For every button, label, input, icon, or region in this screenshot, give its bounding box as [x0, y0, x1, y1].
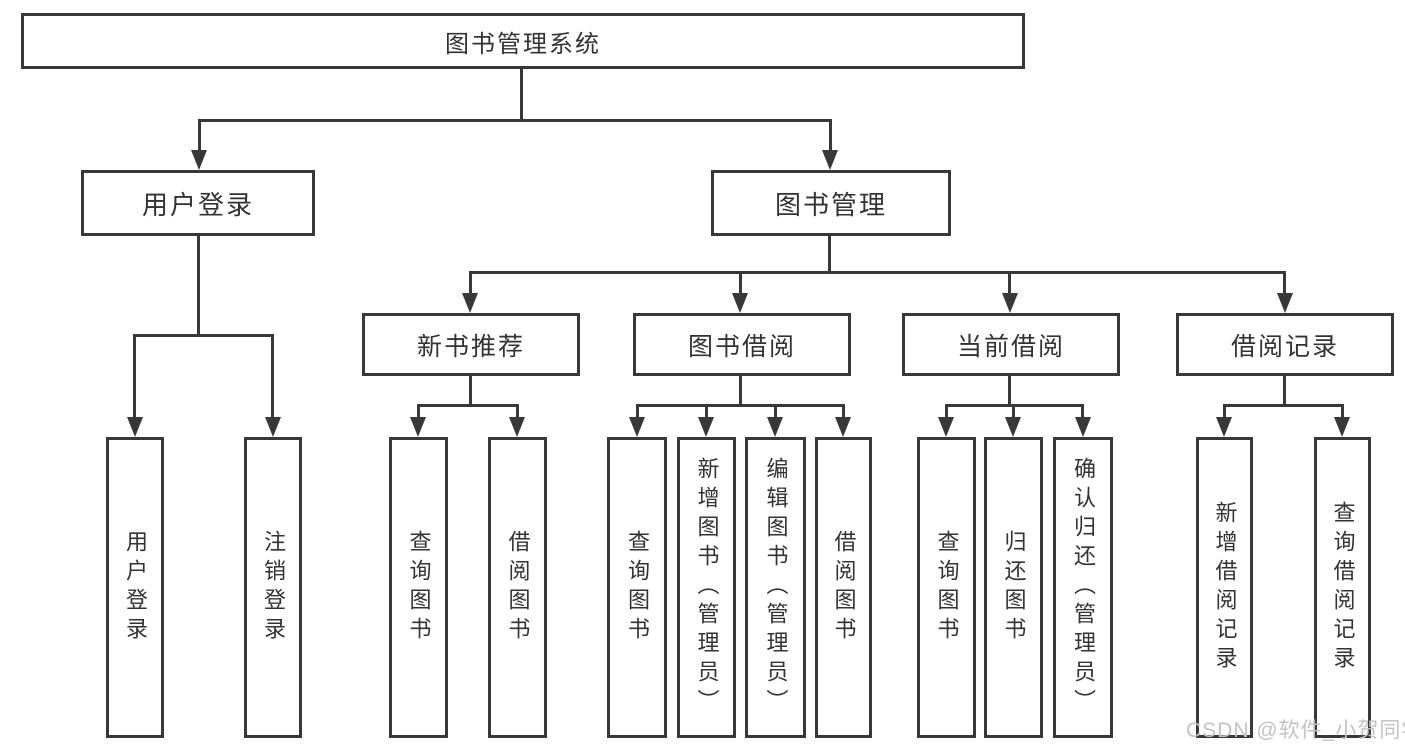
arrowhead-icon	[410, 417, 426, 437]
connector-line	[271, 334, 274, 420]
connector-line	[739, 271, 742, 297]
node-label: 归还图书	[1001, 529, 1027, 646]
node-label: 新增借阅记录	[1212, 500, 1238, 675]
arrowhead-icon	[1277, 293, 1293, 313]
node-label: 当前借阅	[956, 332, 1065, 361]
node-label: 确认归还（管理员）	[1071, 457, 1096, 718]
connector-line	[1341, 404, 1344, 421]
leaf-confirm-return-admin: 确认归还（管理员）	[1053, 437, 1113, 738]
arrowhead-icon	[822, 150, 838, 170]
arrowhead-icon	[767, 417, 783, 437]
node-book-borrowing: 图书借阅	[633, 313, 851, 376]
arrowhead-icon	[509, 417, 525, 437]
connector-line	[1008, 271, 1011, 297]
connector-line	[469, 271, 472, 297]
arrowhead-icon	[629, 417, 645, 437]
node-label: 借阅图书	[831, 529, 857, 646]
arrowhead-icon	[1005, 417, 1021, 437]
leaf-add-books-admin: 新增图书（管理员）	[677, 437, 736, 738]
arrowhead-icon	[835, 417, 851, 437]
leaf-logout: 注销登录	[244, 437, 302, 738]
leaf-query-books: 查询图书	[917, 437, 976, 738]
leaf-borrow-books: 借阅图书	[488, 437, 547, 738]
connector-line	[636, 404, 639, 421]
arrowhead-icon	[265, 417, 281, 437]
leaf-query-books: 查询图书	[389, 437, 448, 738]
connector-line	[636, 404, 845, 407]
node-label: 图书管理	[774, 189, 887, 220]
node-label: 借阅图书	[505, 529, 531, 646]
leaf-query-books: 查询图书	[607, 437, 667, 738]
connector-line	[198, 119, 201, 155]
node-label: 用户登录	[141, 189, 254, 220]
node-borrowing-records: 借阅记录	[1176, 313, 1394, 376]
connector-line	[198, 119, 832, 122]
connector-line	[1008, 376, 1011, 407]
node-label: 新书推荐	[416, 332, 525, 361]
connector-line	[197, 236, 200, 336]
arrowhead-icon	[1334, 417, 1350, 437]
node-user-login: 用户登录	[81, 170, 315, 236]
arrowhead-icon	[1216, 417, 1232, 437]
node-label: 图书管理系统	[445, 30, 601, 58]
connector-line	[469, 271, 1286, 274]
connector-line	[1223, 404, 1344, 407]
node-label: 编辑图书（管理员）	[763, 457, 789, 718]
connector-line	[133, 334, 136, 420]
node-library-system: 图书管理系统	[21, 13, 1025, 69]
arrowhead-icon	[462, 293, 478, 313]
arrowhead-icon	[938, 417, 954, 437]
connector-line	[739, 376, 742, 407]
csdn-watermark: CSDN @软件_小贺同学	[1186, 719, 1405, 742]
node-label: 借阅记录	[1230, 332, 1339, 361]
connector-line	[133, 334, 274, 337]
connector-line	[469, 376, 472, 407]
connector-line	[945, 404, 948, 421]
leaf-edit-books-admin: 编辑图书（管理员）	[745, 437, 806, 738]
node-label: 图书借阅	[687, 332, 796, 361]
node-new-book-recommend: 新书推荐	[362, 313, 580, 376]
leaf-user-login: 用户登录	[106, 437, 164, 738]
node-label: 注销登录	[261, 529, 286, 646]
connector-line	[417, 404, 519, 407]
connector-line	[829, 119, 832, 155]
connector-line	[1283, 271, 1286, 297]
node-label: 查询图书	[406, 529, 432, 646]
arrowhead-icon	[1075, 417, 1091, 437]
connector-line	[1012, 404, 1015, 421]
connector-line	[774, 404, 777, 421]
connector-line	[1283, 376, 1286, 407]
connector-line	[1081, 404, 1084, 421]
node-label: 查询图书	[625, 529, 650, 646]
node-current-borrowing: 当前借阅	[902, 313, 1120, 376]
connector-line	[705, 404, 708, 421]
arrowhead-icon	[127, 417, 143, 437]
node-book-management: 图书管理	[711, 170, 951, 236]
node-label: 用户登录	[123, 529, 148, 646]
arrowhead-icon	[1002, 293, 1018, 313]
leaf-borrow-books: 借阅图书	[815, 437, 872, 738]
arrowhead-icon	[191, 150, 207, 170]
leaf-query-borrow-record: 查询借阅记录	[1314, 437, 1371, 738]
connector-line	[842, 404, 845, 421]
connector-line	[516, 404, 519, 421]
connector-line	[520, 69, 523, 121]
connector-line	[1223, 404, 1226, 421]
connector-line	[828, 236, 831, 273]
arrowhead-icon	[732, 293, 748, 313]
arrowhead-icon	[698, 417, 714, 437]
leaf-return-books: 归还图书	[984, 437, 1043, 738]
node-label: 新增图书（管理员）	[694, 457, 720, 718]
connector-line	[417, 404, 420, 421]
leaf-add-borrow-record: 新增借阅记录	[1196, 437, 1253, 738]
node-label: 查询借阅记录	[1330, 500, 1356, 675]
node-label: 查询图书	[934, 529, 960, 646]
